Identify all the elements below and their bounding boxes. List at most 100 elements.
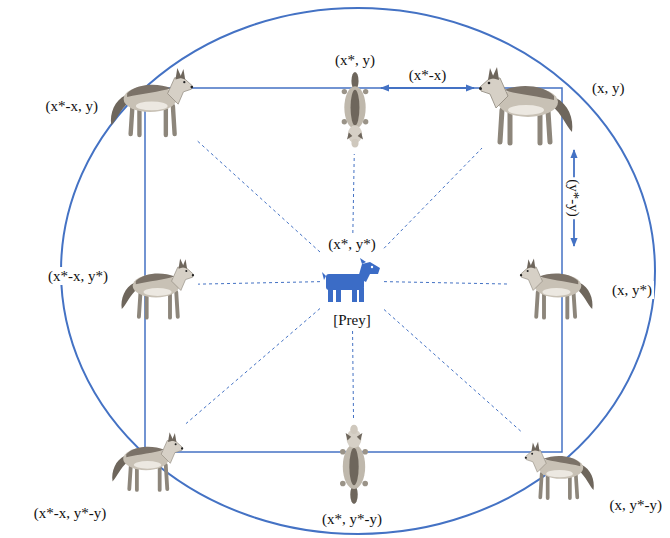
wolf-body (539, 457, 583, 479)
wolf-back (136, 273, 175, 284)
wolf-leg (137, 109, 141, 135)
wolf-leg (565, 294, 569, 317)
prey-leg (336, 288, 341, 302)
prey-leg (352, 288, 357, 302)
wolf-back (349, 448, 358, 485)
wolf-leg (166, 465, 168, 489)
wolf-leg (139, 293, 141, 317)
wolf-leg (168, 294, 172, 318)
wolf-eye (488, 82, 491, 85)
wolf-leg (131, 107, 133, 134)
coordinate-label: (x*-x, y*) (46, 267, 110, 285)
dashed-connector (186, 308, 320, 423)
wolf-figure (525, 442, 594, 498)
wolf-body (344, 86, 365, 129)
wolf-ear (172, 433, 177, 442)
wolf-nose (190, 86, 193, 89)
wolf-ear (357, 433, 363, 440)
dashed-connector (384, 282, 508, 284)
wolf-icon (524, 428, 598, 506)
wolf-head (161, 441, 182, 464)
wolf-belly (136, 102, 168, 111)
wolf-paw (340, 449, 346, 455)
wolf-eye (531, 453, 533, 455)
wolf-nose (479, 87, 482, 90)
dashed-connector (352, 331, 354, 418)
prey-icon (322, 258, 382, 304)
wolf-figure (340, 425, 368, 504)
wolf-ear (488, 68, 494, 80)
wolf-leg (145, 294, 149, 317)
wolf-head (168, 78, 193, 104)
wolf-leg (540, 474, 541, 498)
wolf-body (123, 447, 169, 470)
wolf-eye (175, 443, 177, 445)
wolf-icon (478, 56, 578, 146)
prey-eye (371, 266, 373, 268)
wolf-back (127, 85, 171, 97)
wolf-leg (542, 294, 546, 318)
encircling-circle (61, 8, 655, 534)
wolf-nose (525, 457, 527, 459)
dashed-connector (353, 154, 354, 233)
prey-ear (360, 258, 366, 264)
coordinate-label: (x, y) (590, 79, 627, 97)
coordinate-label: (x*, y*-y) (320, 510, 384, 528)
wolf-node: (x*, y*-y) (318, 418, 386, 530)
wolf-leg (568, 476, 572, 498)
wolf-body (343, 444, 365, 489)
wolf-icon (510, 250, 606, 320)
wolf-eye (527, 270, 529, 272)
prey-head (358, 262, 380, 282)
wolf-icon (108, 415, 184, 501)
wolf-belly (542, 288, 570, 296)
wolf-back (504, 86, 554, 100)
coordinate-label: (x, y*-y) (608, 496, 665, 514)
coordinate-label: (x*-x, y) (44, 97, 101, 115)
wolf-leg (508, 112, 513, 143)
coordinate-label: (x*-x, y*-y) (32, 504, 108, 522)
wolf-node: (x, y*-y) (522, 426, 666, 516)
wolf-nose (181, 447, 183, 449)
wolf-ear (358, 132, 363, 139)
wolf-ear (182, 259, 187, 268)
wolf-ear (531, 443, 535, 452)
wolf-snout (351, 139, 358, 148)
wolf-ear (347, 132, 352, 139)
wolf-figure (121, 259, 194, 318)
prey-leg (359, 288, 364, 302)
wolf-belly (134, 461, 161, 469)
wolf-snout (350, 425, 357, 434)
wolf-body (133, 274, 180, 297)
wolf-figure (112, 432, 183, 490)
wolf-leg (176, 292, 178, 317)
wolf-node: (x*, y) (331, 49, 379, 154)
wolf-leg (546, 475, 550, 498)
wolf-leg (135, 467, 139, 490)
wolf-leg (173, 106, 175, 134)
wolf-belly (546, 470, 573, 477)
wolf-leg (548, 111, 550, 142)
wolf-body (498, 87, 558, 117)
wolf-paw (362, 449, 368, 455)
wolf-leg (574, 293, 576, 317)
wolf-eye (183, 81, 185, 83)
wolf-head (525, 450, 546, 472)
wolf-back (543, 456, 580, 466)
wolf-leg (536, 292, 538, 317)
wolf-head (172, 267, 194, 290)
encircling-square (145, 88, 562, 452)
wolf-head (480, 78, 508, 108)
wolf-back (351, 90, 360, 126)
wolf-paw (342, 89, 347, 94)
prey-figure (322, 258, 380, 302)
prey-leg (328, 288, 333, 302)
dashed-connector (196, 140, 320, 252)
wolf-paw (340, 481, 346, 487)
dashed-connector (384, 148, 482, 248)
wolf-node: (x, y) (476, 54, 629, 148)
wolf-body (124, 86, 177, 112)
wolf-figure (342, 72, 369, 148)
distance-arrow (381, 87, 474, 89)
wolf-leg (129, 466, 131, 490)
